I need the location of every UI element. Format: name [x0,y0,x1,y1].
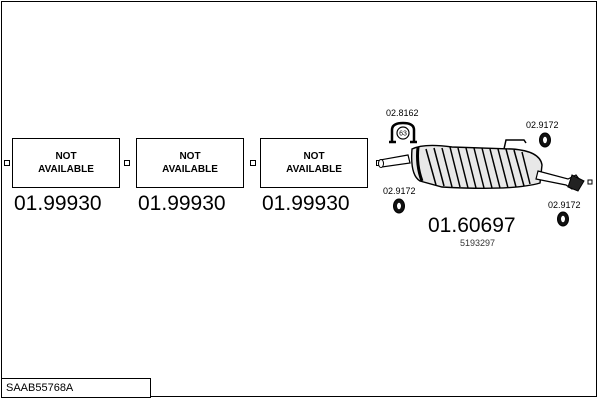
part-number-2: 01.99930 [138,192,226,215]
unavailable-part-box-2[interactable]: NOT AVAILABLE [136,138,244,188]
oem-number: 5193297 [460,238,496,248]
clamp-icon[interactable]: 63 [388,120,418,148]
main-part-number: 01.60697 [428,214,516,237]
not-label: NOT [179,151,201,162]
available-label: AVAILABLE [162,164,218,175]
available-label: AVAILABLE [38,164,94,175]
rear-muffler-drawing[interactable] [372,135,596,195]
hanger-top-right-code: 02.9172 [526,120,559,130]
clamp-badge: 63 [399,131,407,138]
available-label: AVAILABLE [286,164,342,175]
unavailable-part-box-1[interactable]: NOT AVAILABLE [12,138,120,188]
hanger-icon[interactable] [392,198,406,214]
clamp-code: 02.8162 [386,108,419,118]
hanger-icon[interactable] [538,132,552,148]
hanger-icon[interactable] [556,211,570,227]
part-number-3: 01.99930 [262,192,350,215]
hanger-left-code: 02.9172 [383,186,416,196]
part-number-1: 01.99930 [14,192,102,215]
hanger-bottom-right-code: 02.9172 [548,200,581,210]
connector-right-1 [124,160,130,166]
unavailable-part-box-3[interactable]: NOT AVAILABLE [260,138,368,188]
connector-right-2 [250,160,256,166]
not-label: NOT [55,151,77,162]
not-label: NOT [303,151,325,162]
diagram-title: SAAB55768A [1,378,151,398]
connector-left-1 [4,160,10,166]
